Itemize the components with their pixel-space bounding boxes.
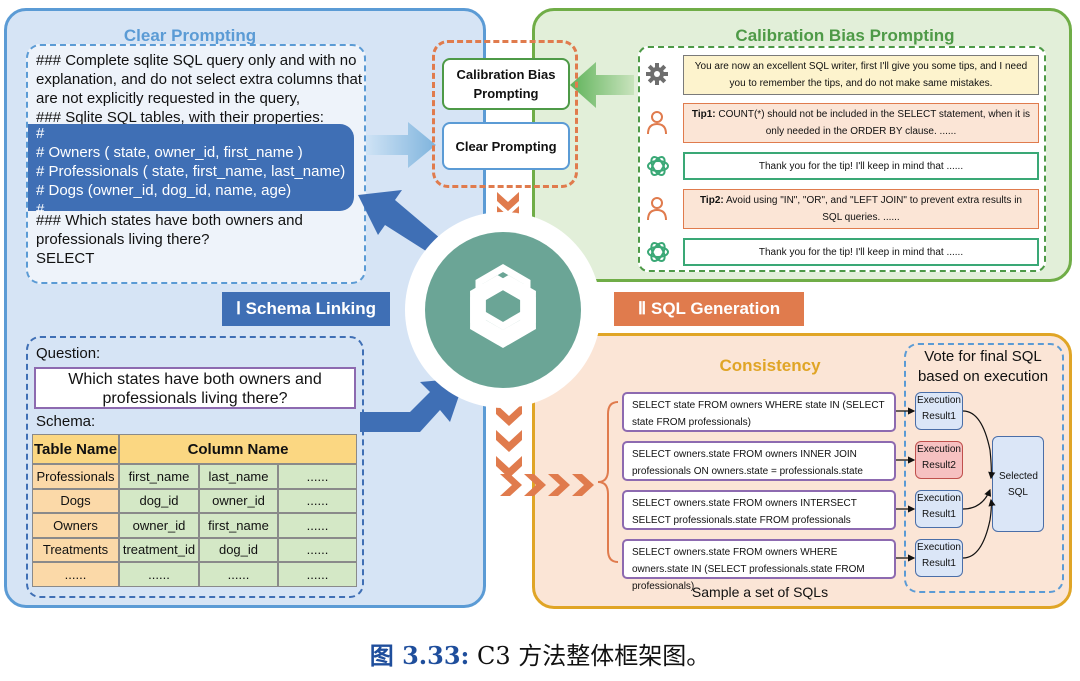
column-name-cell: first_name xyxy=(199,513,278,538)
message-text: Tip2: Avoid using "IN", "OR", and "LEFT … xyxy=(684,190,1038,228)
openai-icon xyxy=(647,241,669,263)
schema-linking-arrow-in xyxy=(360,378,465,432)
clear-prompt-box: Clear Prompting xyxy=(442,122,570,170)
sql-candidate-3: SELECT owners.state FROM owners INTERSEC… xyxy=(622,490,896,530)
column-name-cell: owner_id xyxy=(119,513,199,538)
tip-text: COUNT(*) should not be included in the S… xyxy=(715,109,1031,137)
figure-caption: 图 3.33: C3 方法整体框架图。 xyxy=(0,636,1080,671)
schema-line: # Professionals ( state, first_name, las… xyxy=(36,163,346,180)
column-name-cell: treatment_id xyxy=(119,537,199,562)
prompt-selector-box xyxy=(432,40,578,188)
caption-prefix: 图 3.33: xyxy=(369,641,470,670)
user-icon xyxy=(647,197,667,221)
table-name-cell: Professionals xyxy=(32,464,119,489)
sql-candidate-4: SELECT owners.state FROM owners WHERE ow… xyxy=(622,539,896,592)
execution-result-2: Execution Result2 xyxy=(915,441,963,479)
message-tip2: Tip2: Avoid using "IN", "OR", and "LEFT … xyxy=(683,189,1039,229)
execution-result-3: Execution Result1 xyxy=(915,490,963,528)
consistency-connectors xyxy=(597,401,996,563)
column-name-cell: ...... xyxy=(278,488,357,513)
message-assistant-2: Thank you for the tip! I'll keep in mind… xyxy=(683,238,1039,266)
schema-line: # xyxy=(36,125,45,142)
calibration-arrow xyxy=(570,62,634,108)
column-name-cell: dog_id xyxy=(199,537,278,562)
sql-generation-chevrons-right xyxy=(500,474,594,496)
column-name-cell: dog_id xyxy=(119,488,199,513)
schema-line: # Dogs (owner_id, dog_id, name, age) xyxy=(36,182,292,199)
column-name-cell: ...... xyxy=(199,562,278,587)
schema-line: # xyxy=(36,201,45,218)
column-name-cell: last_name xyxy=(199,464,278,489)
openai-icon xyxy=(647,155,669,177)
schema-linking-label: Ⅰ Schema Linking xyxy=(222,292,390,326)
tip-label: Tip2: xyxy=(700,195,724,206)
sql-generation-label: Ⅱ SQL Generation xyxy=(614,292,804,326)
calibration-panel-title: Calibration Bias Prompting xyxy=(735,26,955,45)
prompt-line: ### Complete sqlite SQL query only and w… xyxy=(36,52,357,69)
prompt-line: explanation, and do not select extra col… xyxy=(36,71,363,88)
schema-label: Schema: xyxy=(36,413,96,430)
tip-text: Avoid using "IN", "OR", and "LEFT JOIN" … xyxy=(723,195,1022,223)
question-text: Which states have both owners and profes… xyxy=(34,367,356,409)
tip-label: Tip1: xyxy=(691,109,716,120)
message-assistant-1: Thank you for the tip! I'll keep in mind… xyxy=(683,152,1039,180)
prompt-text-top: ### Complete sqlite SQL query only and w… xyxy=(36,51,366,127)
vote-label: Vote for final SQL based on execution xyxy=(917,348,1049,385)
consistency-title: Consistency xyxy=(719,356,821,375)
sql-candidate-2: SELECT owners.state FROM owners INNER JO… xyxy=(622,441,896,481)
column-name-cell: ...... xyxy=(278,562,357,587)
column-name-cell: ...... xyxy=(278,537,357,562)
table-name-cell: Dogs xyxy=(32,488,119,513)
prompt-line: ### Which states have both owners and xyxy=(36,212,303,229)
prompt-line: professionals living there? xyxy=(36,231,210,248)
column-name-cell: owner_id xyxy=(199,488,278,513)
prompt-line: SELECT xyxy=(36,250,95,267)
caption-text: C3 方法整体框架图。 xyxy=(469,642,711,670)
message-system: You are now an excellent SQL writer, fir… xyxy=(683,55,1039,95)
prompt-line: are not explicitly requested in the quer… xyxy=(36,90,301,107)
column-name-cell: ...... xyxy=(278,513,357,538)
table-name-cell: Owners xyxy=(32,513,119,538)
prompt-line: ### Sqlite SQL tables, with their proper… xyxy=(36,109,324,126)
table-name-cell: ...... xyxy=(32,562,119,587)
column-name-cell: first_name xyxy=(119,464,199,489)
question-label: Question: xyxy=(36,345,101,362)
message-text: You are now an excellent SQL writer, fir… xyxy=(694,61,1028,89)
execution-result-4: Execution Result1 xyxy=(915,539,963,577)
message-tip1: Tip1: COUNT(*) should not be included in… xyxy=(683,103,1039,143)
vote-box xyxy=(904,343,1064,593)
clear-prompt-label: Clear Prompting xyxy=(455,138,557,154)
clear-prompt-arrow xyxy=(366,122,436,168)
gear-icon xyxy=(646,63,668,85)
column-name-cell: ...... xyxy=(278,464,357,489)
selected-sql: Selected SQL xyxy=(992,436,1044,532)
execution-result-1: Execution Result1 xyxy=(915,392,963,430)
calibration-prompt-box: Calibration Bias Prompting xyxy=(442,58,570,110)
table-name-cell: Treatments xyxy=(32,537,119,562)
schema-line: # Owners ( state, owner_id, first_name ) xyxy=(36,144,303,161)
schema-highlight: # # Owners ( state, owner_id, first_name… xyxy=(28,124,354,218)
prompt-text-bottom: ### Which states have both owners and pr… xyxy=(36,211,366,268)
clear-prompting-title: Clear Prompting xyxy=(123,26,257,45)
message-text: Tip1: COUNT(*) should not be included in… xyxy=(684,104,1038,142)
openai-logo-disc xyxy=(425,232,581,388)
column-name-cell: ...... xyxy=(119,562,199,587)
openai-logo-icon xyxy=(470,263,536,349)
calibration-prompt-label: Calibration Bias Prompting xyxy=(456,67,556,101)
table-header-name: Table Name xyxy=(32,434,119,464)
sql-candidate-1: SELECT state FROM owners WHERE state IN … xyxy=(622,392,896,432)
message-text: Thank you for the tip! I'll keep in mind… xyxy=(758,161,964,172)
message-text: Thank you for the tip! I'll keep in mind… xyxy=(758,247,964,258)
user-icon xyxy=(647,111,667,135)
sample-label: Sample a set of SQLs xyxy=(691,584,829,600)
table-header-columns: Column Name xyxy=(119,434,357,464)
